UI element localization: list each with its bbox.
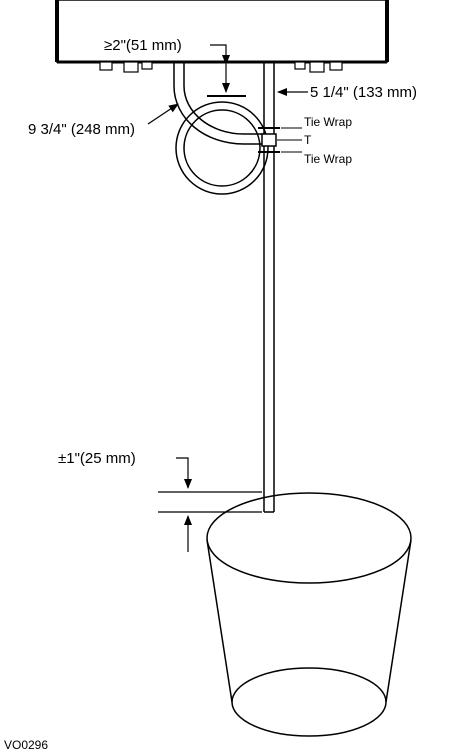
component-leaders (277, 127, 302, 153)
submersion-dimension (158, 457, 262, 552)
figure-id: VO0296 (4, 738, 48, 752)
clearance-dimension (207, 44, 246, 97)
clearance-label: ≥2"(51 mm) (104, 37, 182, 54)
tee-connector (261, 133, 277, 147)
drain-tube-loop (173, 62, 269, 195)
mounting-feet (99, 61, 343, 73)
bucket (206, 492, 412, 737)
tie-wraps (258, 127, 280, 153)
loop-length-label: 9 3/4" (248 mm) (28, 121, 135, 138)
drain-tube-vertical (263, 62, 275, 513)
loop-length-leader (147, 103, 179, 125)
vertical-length-label: 5 1/4" (133 mm) (310, 84, 417, 101)
tee-label: T (304, 133, 312, 147)
tie-wrap-upper-label: Tie Wrap (304, 115, 352, 129)
tie-wrap-lower-label: Tie Wrap (304, 152, 352, 166)
submersion-label: ±1"(25 mm) (58, 450, 136, 467)
